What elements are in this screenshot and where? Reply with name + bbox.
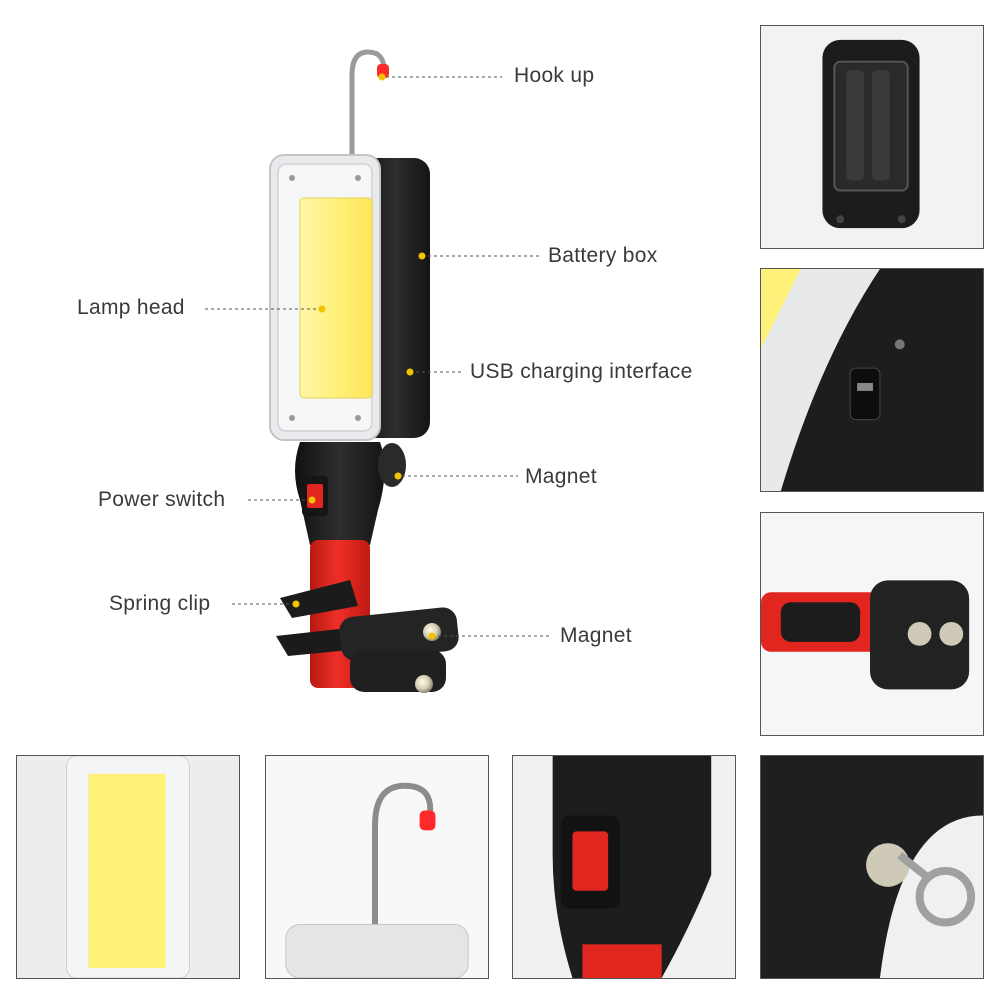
marker-dots: [292, 73, 436, 640]
hook-view: [265, 755, 489, 979]
callout-magnet-top: Magnet: [525, 465, 597, 488]
battery-compartment-view: [760, 25, 984, 249]
handle-body: [295, 442, 406, 688]
magnet-base-view: [760, 512, 984, 736]
callout-battery-box: Battery box: [548, 244, 658, 267]
callout-lamp-head: Lamp head: [77, 296, 185, 319]
rear-magnet-ring-view: [760, 755, 984, 979]
magnet-base: [339, 607, 459, 693]
lamp-head: [269, 154, 381, 441]
callout-magnet-bottom: Magnet: [560, 624, 632, 647]
spring-clip: [276, 580, 358, 656]
cob-lamp-view: [16, 755, 240, 979]
callout-hook-up: Hook up: [514, 64, 595, 87]
callout-spring-clip: Spring clip: [109, 592, 211, 615]
hook: [349, 49, 389, 161]
usb-port-view: [760, 268, 984, 492]
callout-power-switch: Power switch: [98, 488, 226, 511]
leader-lines: [205, 76, 552, 637]
power-switch-view: [512, 755, 736, 979]
callout-usb-charging: USB charging interface: [470, 360, 693, 383]
